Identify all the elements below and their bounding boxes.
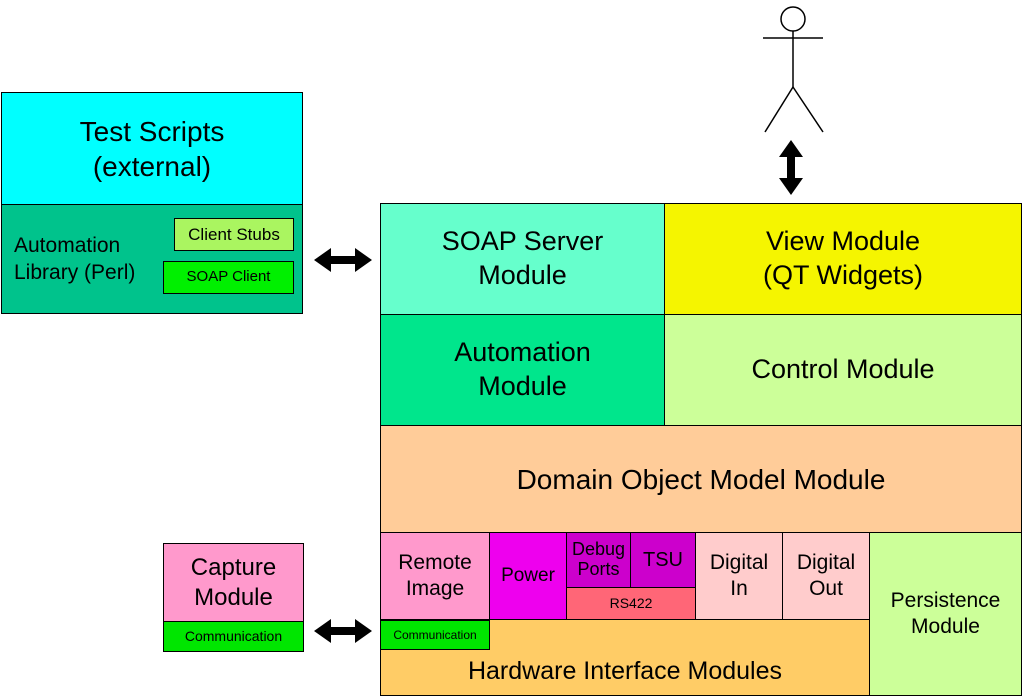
horizontal-double-arrow-icon: [314, 248, 372, 272]
soap-server-module: SOAP Server Module: [380, 203, 665, 315]
communication-capture-box: Communication: [163, 621, 304, 652]
capture-module: Capture Module: [163, 543, 304, 622]
tsu-label: TSU: [643, 548, 683, 571]
communication-capture-label: Communication: [184, 627, 283, 644]
communication-inner-label: Communication: [393, 627, 477, 642]
client-stubs-box: Client Stubs: [174, 218, 294, 251]
remote-image-label: Remote Image: [398, 550, 472, 600]
horizontal-double-arrow-icon-2: [314, 619, 372, 643]
user-actor-icon: [763, 6, 824, 133]
test-scripts-box: Test Scripts (external): [1, 92, 303, 205]
rs422-label: RS422: [609, 594, 653, 611]
digital-in-module: Digital In: [695, 532, 783, 620]
capture-module-label: Capture Module: [190, 553, 277, 611]
hardware-interface-label: Hardware Interface Modules: [467, 656, 783, 685]
soap-client-label: SOAP Client: [186, 268, 271, 286]
control-module: Control Module: [664, 314, 1022, 426]
digital-out-label: Digital Out: [796, 550, 856, 600]
control-module-label: Control Module: [751, 354, 935, 385]
remote-image-module: Remote Image: [380, 532, 490, 620]
client-stubs-label: Client Stubs: [188, 224, 280, 244]
domain-model-label: Domain Object Model Module: [516, 463, 886, 495]
digital-out-module: Digital Out: [782, 532, 870, 620]
debug-ports-label: Debug Ports: [571, 539, 626, 579]
automation-module: Automation Module: [380, 314, 665, 426]
power-label: Power: [501, 565, 555, 587]
tsu-module: TSU: [630, 532, 696, 588]
power-module: Power: [489, 532, 567, 620]
soap-client-box: SOAP Client: [163, 261, 294, 294]
communication-inner-box: Communication: [380, 620, 490, 650]
domain-object-model-module: Domain Object Model Module: [380, 425, 1022, 533]
digital-in-label: Digital In: [709, 550, 769, 600]
automation-module-label: Automation Module: [454, 337, 591, 401]
view-module-label: View Module (QT Widgets): [762, 226, 924, 290]
view-module: View Module (QT Widgets): [664, 203, 1022, 315]
soap-server-label: SOAP Server Module: [441, 226, 604, 290]
automation-library-label: Automation Library (Perl): [14, 234, 136, 285]
debug-ports-module: Debug Ports: [566, 532, 631, 588]
test-scripts-label: Test Scripts (external): [79, 115, 225, 182]
persistence-module: Persistence Module: [869, 532, 1022, 696]
persistence-label: Persistence Module: [890, 588, 1001, 638]
rs422-module: RS422: [566, 587, 696, 620]
vertical-double-arrow-icon: [779, 140, 803, 195]
